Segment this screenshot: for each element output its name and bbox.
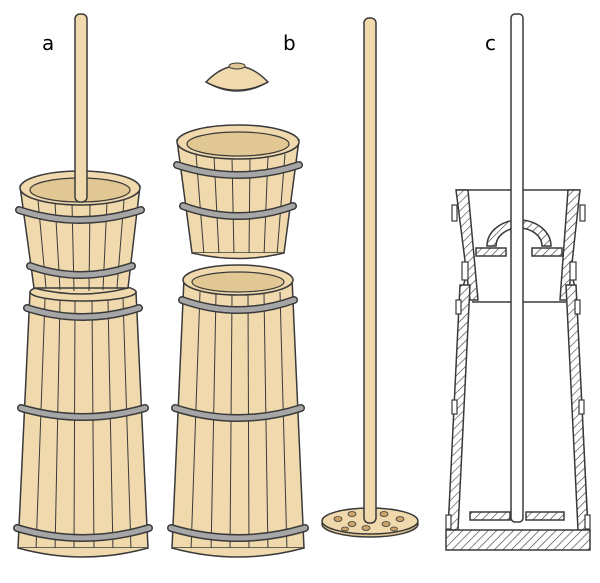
dasher-disc-section-right bbox=[525, 511, 565, 521]
dasher bbox=[321, 17, 419, 538]
panel-label-c: c bbox=[485, 31, 496, 55]
upper-tub-wall-left bbox=[455, 189, 479, 301]
panel-label-b: b bbox=[283, 31, 296, 55]
dasher-disc-section-left bbox=[469, 511, 511, 521]
assembled-dasher-handle bbox=[74, 13, 88, 203]
lower-barrel-wall-left bbox=[447, 284, 471, 531]
disassembled-churn bbox=[167, 62, 309, 558]
dasher-rod-section bbox=[510, 13, 524, 523]
panel-label-a: a bbox=[42, 31, 54, 55]
lower-barrel-wall-right bbox=[565, 284, 589, 531]
cross-section bbox=[445, 13, 591, 551]
assembled-churn bbox=[13, 13, 153, 558]
disassembled-bands bbox=[167, 161, 309, 542]
base-section bbox=[445, 529, 591, 551]
upper-tub-wall-right bbox=[559, 189, 581, 301]
churn-lid bbox=[204, 62, 270, 92]
lid-section bbox=[486, 219, 552, 247]
dasher-handle bbox=[363, 17, 377, 524]
upper-tub bbox=[176, 124, 300, 260]
assembled-bands bbox=[13, 206, 153, 542]
lower-barrel bbox=[171, 264, 305, 558]
